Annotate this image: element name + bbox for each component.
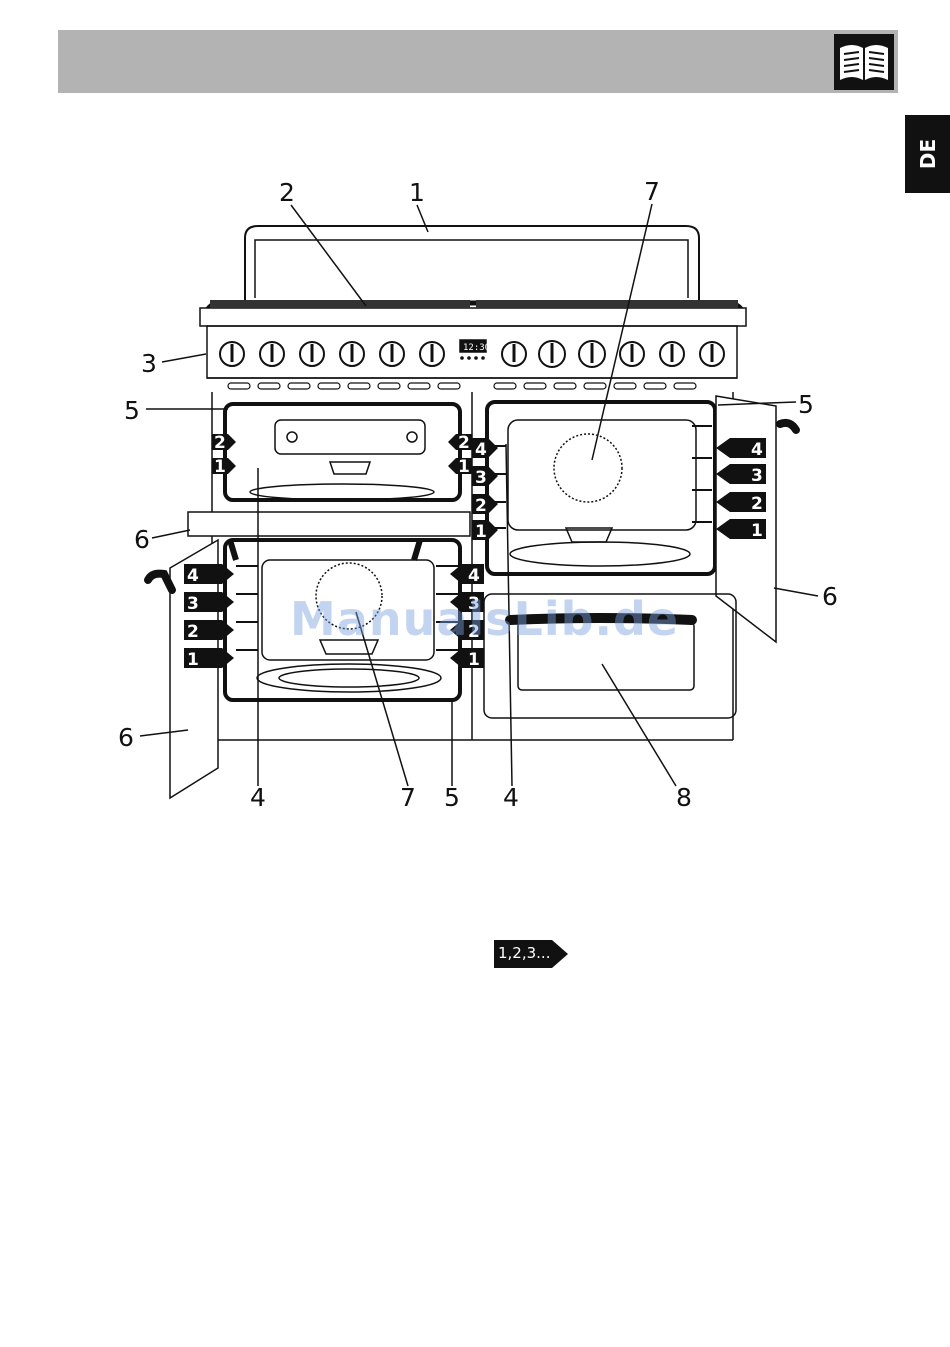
callout-5-bottom: 5: [444, 783, 460, 812]
shelf-right-door-4: 4: [751, 440, 763, 460]
shelf-right-door-2: 2: [751, 494, 763, 514]
callout-1: 1: [409, 178, 425, 207]
shelf-upper-left-1: 1: [214, 457, 226, 477]
top-left-oven: [225, 404, 460, 500]
drop-down-door: [188, 512, 470, 536]
shelf-left-door-2: 2: [187, 622, 199, 642]
shelf-right-inner-1: 1: [475, 522, 487, 542]
callout-3: 3: [141, 349, 157, 378]
shelf-right-inner-2: 2: [475, 496, 487, 516]
callout-6-middle: 6: [134, 525, 150, 554]
clock-text: 12:30: [463, 343, 490, 353]
callout-2: 2: [279, 178, 295, 207]
shelf-left-door-4: 4: [187, 566, 199, 586]
callout-8: 8: [676, 783, 692, 812]
watermark: ManualsLib.de: [290, 592, 679, 646]
shelf-tags-upper-left: 2 1 2 1: [212, 433, 472, 477]
shelf-upper-right-2: 2: [458, 433, 470, 453]
shelf-left-door-1: 1: [187, 650, 199, 670]
callout-4-right: 4: [503, 783, 519, 812]
shelf-upper-right-1: 1: [458, 457, 470, 477]
callout-7-top: 7: [644, 177, 660, 206]
callout-5-left: 5: [124, 396, 140, 425]
shelf-left-inner-4: 4: [468, 566, 480, 586]
callout-5-right: 5: [798, 390, 814, 419]
callout-6-left: 6: [118, 723, 134, 752]
shelf-reference-tag: 1,2,3...: [494, 940, 568, 968]
shelf-left-door-3: 3: [187, 594, 199, 614]
callout-4-left: 4: [250, 783, 266, 812]
shelf-upper-left-2: 2: [214, 433, 226, 453]
shelf-right-door-3: 3: [751, 466, 763, 486]
cooker-diagram: 12:30: [0, 0, 950, 820]
shelf-right-door-1: 1: [751, 521, 763, 541]
callout-6-right: 6: [822, 582, 838, 611]
shelf-left-inner-1: 1: [468, 650, 480, 670]
shelf-right-inner-4: 4: [475, 440, 487, 460]
callout-7-bottom: 7: [400, 783, 416, 812]
shelf-right-inner-3: 3: [475, 468, 487, 488]
shelf-reference-text: 1,2,3...: [498, 944, 550, 962]
